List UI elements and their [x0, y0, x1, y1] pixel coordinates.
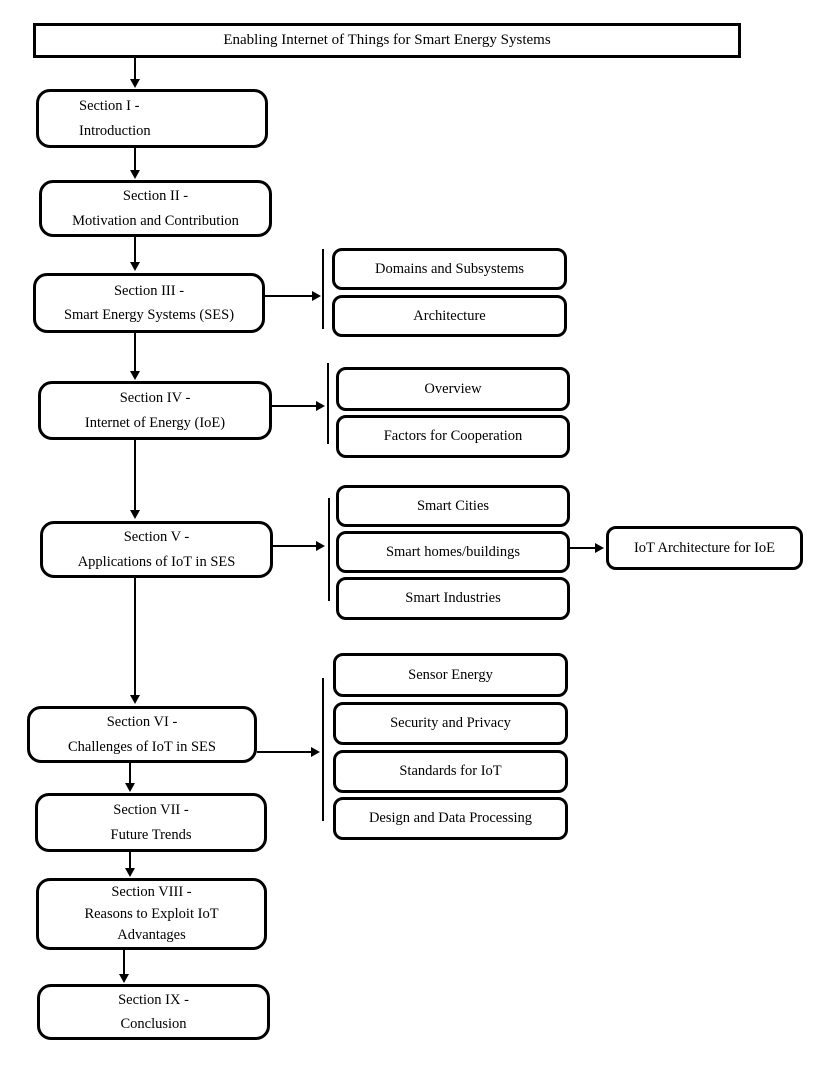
arrow-section6-to-topics — [257, 751, 312, 753]
topic-design-and-data-processing: Design and Data Processing — [333, 797, 568, 840]
arrow-section6-to-section7 — [129, 763, 131, 784]
section-title: Internet of Energy (IoE) — [84, 414, 226, 431]
arrow-section3-to-section4 — [134, 333, 136, 372]
topic-smart-industries: Smart Industries — [336, 577, 570, 620]
topic-sensor-energy: Sensor Energy — [333, 653, 568, 697]
topic-label: Design and Data Processing — [368, 810, 533, 827]
arrowhead-down-icon — [130, 510, 140, 519]
topic-label: Sensor Energy — [408, 666, 493, 683]
section-box-i: Section I - Introduction — [36, 89, 268, 148]
section-title: Smart Energy Systems (SES) — [63, 307, 235, 323]
arrowhead-right-icon — [312, 291, 321, 301]
topic-security-and-privacy: Security and Privacy — [333, 702, 568, 745]
section-title: Motivation and Contribution — [72, 212, 239, 229]
section-title: Introduction — [79, 122, 151, 139]
arrow-section2-to-section3 — [134, 237, 136, 263]
topic-architecture: Architecture — [332, 295, 567, 337]
arrowhead-right-icon — [316, 541, 325, 551]
bracket-section5-topics — [328, 498, 330, 601]
topic-smart-homes-buildings: Smart homes/buildings — [336, 531, 570, 573]
bracket-section6-topics — [322, 678, 324, 821]
section-box-iii: Section III - Smart Energy Systems (SES) — [33, 273, 265, 333]
arrowhead-right-icon — [316, 401, 325, 411]
bracket-section3-topics — [322, 249, 324, 329]
arrowhead-down-icon — [130, 371, 140, 380]
topic-label: Security and Privacy — [390, 715, 511, 732]
section-title-line2: Advantages — [117, 927, 186, 944]
arrow-section5-to-section6 — [134, 578, 136, 696]
section-title: Conclusion — [120, 1016, 187, 1032]
title-box: Enabling Internet of Things for Smart En… — [33, 23, 741, 58]
topic-overview: Overview — [336, 367, 570, 411]
section-box-viii: Section VIII - Reasons to Exploit IoT Ad… — [36, 878, 267, 950]
topic-label: Architecture — [413, 307, 486, 324]
arrowhead-down-icon — [130, 79, 140, 88]
arrow-title-to-section1 — [134, 57, 136, 80]
topic-iot-architecture-for-ioe: IoT Architecture for IoE — [606, 526, 803, 570]
section-title: Reasons to Exploit IoT — [84, 905, 219, 922]
section-label: Section VI - — [106, 714, 178, 730]
arrowhead-right-icon — [311, 747, 320, 757]
section-label: Section IV - — [119, 390, 191, 406]
arrow-section7-to-section8 — [129, 852, 131, 869]
section-label: Section III - — [113, 282, 185, 299]
arrowhead-down-icon — [125, 783, 135, 792]
topic-factors-for-cooperation: Factors for Cooperation — [336, 415, 570, 458]
section-box-ix: Section IX - Conclusion — [37, 984, 270, 1040]
arrow-smart-homes-to-iot-architecture — [570, 547, 596, 549]
topic-label: Overview — [424, 380, 482, 397]
topic-label: Smart Cities — [416, 497, 490, 514]
section-label: Section VII - — [113, 802, 189, 818]
section-label: Section V - — [123, 529, 190, 545]
topic-label: Standards for IoT — [399, 763, 502, 780]
arrowhead-down-icon — [130, 262, 140, 271]
section-label: Section VIII - — [111, 884, 192, 901]
topic-label: Factors for Cooperation — [383, 428, 523, 445]
arrow-section1-to-section2 — [134, 148, 136, 171]
arrow-section4-to-topics — [272, 405, 317, 407]
arrow-section4-to-section5 — [134, 440, 136, 511]
section-box-iv: Section IV - Internet of Energy (IoE) — [38, 381, 272, 440]
arrow-section5-to-topics — [273, 545, 317, 547]
arrowhead-down-icon — [125, 868, 135, 877]
topic-label: IoT Architecture for IoE — [633, 539, 776, 556]
arrow-section8-to-section9 — [123, 950, 125, 975]
topic-standards-for-iot: Standards for IoT — [333, 750, 568, 793]
section-box-v: Section V - Applications of IoT in SES — [40, 521, 273, 578]
arrowhead-right-icon — [595, 543, 604, 553]
arrowhead-down-icon — [130, 170, 140, 179]
title-text: Enabling Internet of Things for Smart En… — [223, 32, 551, 48]
section-box-vii: Section VII - Future Trends — [35, 793, 267, 852]
section-box-vi: Section VI - Challenges of IoT in SES — [27, 706, 257, 763]
topic-label: Smart Industries — [405, 590, 501, 607]
section-title: Challenges of IoT in SES — [68, 738, 216, 755]
topic-label: Domains and Subsystems — [374, 260, 525, 277]
topic-label: Smart homes/buildings — [385, 543, 521, 560]
section-title: Future Trends — [110, 826, 192, 843]
topic-smart-cities: Smart Cities — [336, 485, 570, 527]
section-label: Section II - — [122, 188, 189, 204]
section-label: Section I - — [79, 98, 140, 114]
arrowhead-down-icon — [119, 974, 129, 983]
arrowhead-down-icon — [130, 695, 140, 704]
section-box-ii: Section II - Motivation and Contribution — [39, 180, 272, 237]
topic-domains-and-subsystems: Domains and Subsystems — [332, 248, 567, 290]
section-title: Applications of IoT in SES — [77, 553, 236, 570]
bracket-section4-topics — [327, 363, 329, 444]
arrow-section3-to-topics — [265, 295, 313, 297]
section-label: Section IX - — [118, 991, 189, 1008]
